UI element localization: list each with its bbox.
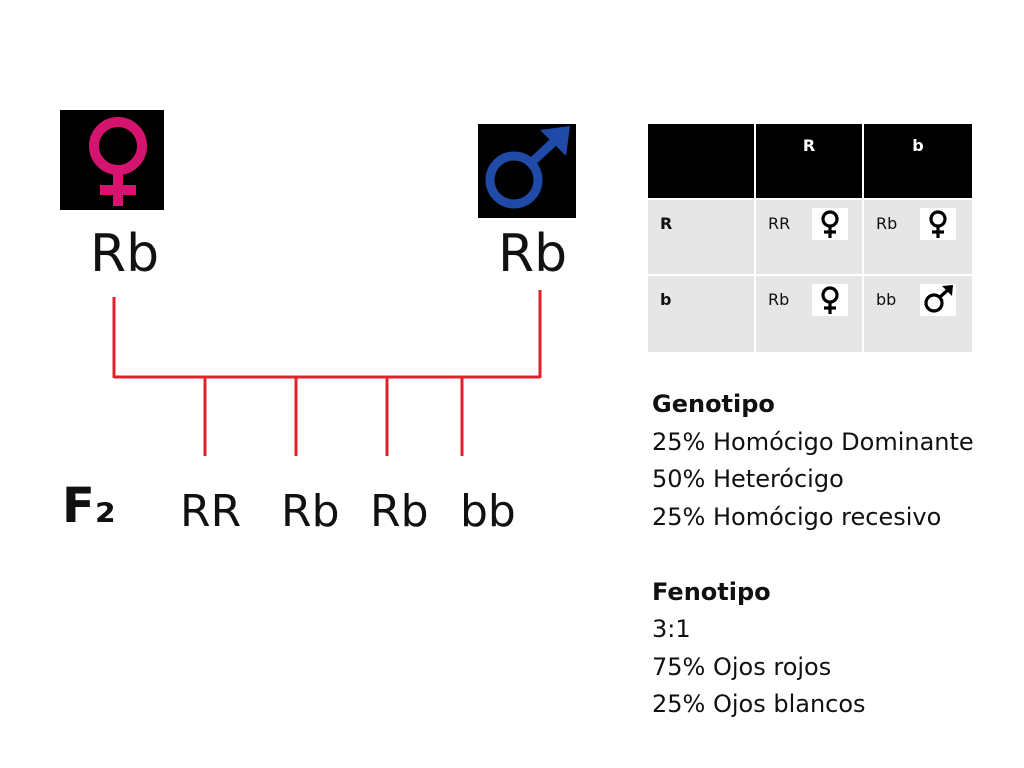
male-parent-genotype: Rb xyxy=(498,224,568,284)
punnett-col-header-2: b xyxy=(864,124,972,198)
female-symbol-icon xyxy=(812,284,848,316)
results-spacer xyxy=(652,536,974,574)
fenotipo-line-3: 25% Ojos blancos xyxy=(652,690,866,718)
punnett-cell-genotype: Rb xyxy=(768,290,790,309)
offspring-genotype-2: Rb xyxy=(281,486,340,537)
male-symbol-box xyxy=(478,124,576,218)
punnett-cell-genotype: bb xyxy=(876,290,897,309)
f2-label: F₂ xyxy=(62,478,116,534)
genotipo-line-1: 25% Homócigo Dominante xyxy=(652,427,974,456)
punnett-row-header-2: b xyxy=(648,276,754,352)
punnett-corner-cell xyxy=(648,124,754,198)
female-parent-genotype: Rb xyxy=(90,224,160,284)
female-symbol-icon xyxy=(812,208,848,240)
punnett-square: R b R RR Rb b Rb bb xyxy=(648,124,972,352)
genotipo-line-2: 50% Heterócigo xyxy=(652,465,844,493)
results-panel: Genotipo 25% Homócigo Dominante 50% Hete… xyxy=(652,386,974,724)
fenotipo-line-1: 3:1 xyxy=(652,615,691,643)
punnett-cell-genotype: RR xyxy=(768,214,791,233)
female-symbol-icon xyxy=(920,208,956,240)
genotipo-line-3: 25% Homócigo recesivo xyxy=(652,502,942,531)
male-symbol-icon xyxy=(920,284,956,316)
male-symbol-icon xyxy=(485,126,570,209)
offspring-genotype-4: bb xyxy=(460,486,516,537)
punnett-cell-r1c1: RR xyxy=(756,200,862,274)
female-symbol-box xyxy=(60,110,164,210)
punnett-cell-r2c1: Rb xyxy=(756,276,862,352)
fenotipo-line-2: 75% Ojos rojos xyxy=(652,652,832,681)
punnett-row-header-1: R xyxy=(648,200,754,274)
punnett-cell-genotype: Rb xyxy=(876,214,898,233)
genotipo-heading: Genotipo xyxy=(652,390,775,418)
fenotipo-heading: Fenotipo xyxy=(652,577,771,606)
punnett-col-header-1: R xyxy=(756,124,862,198)
female-symbol-icon xyxy=(89,117,147,206)
offspring-genotype-3: Rb xyxy=(370,486,429,537)
punnett-cell-r1c2: Rb xyxy=(864,200,972,274)
offspring-genotype-1: RR xyxy=(180,486,242,537)
punnett-cell-r2c2: bb xyxy=(864,276,972,352)
